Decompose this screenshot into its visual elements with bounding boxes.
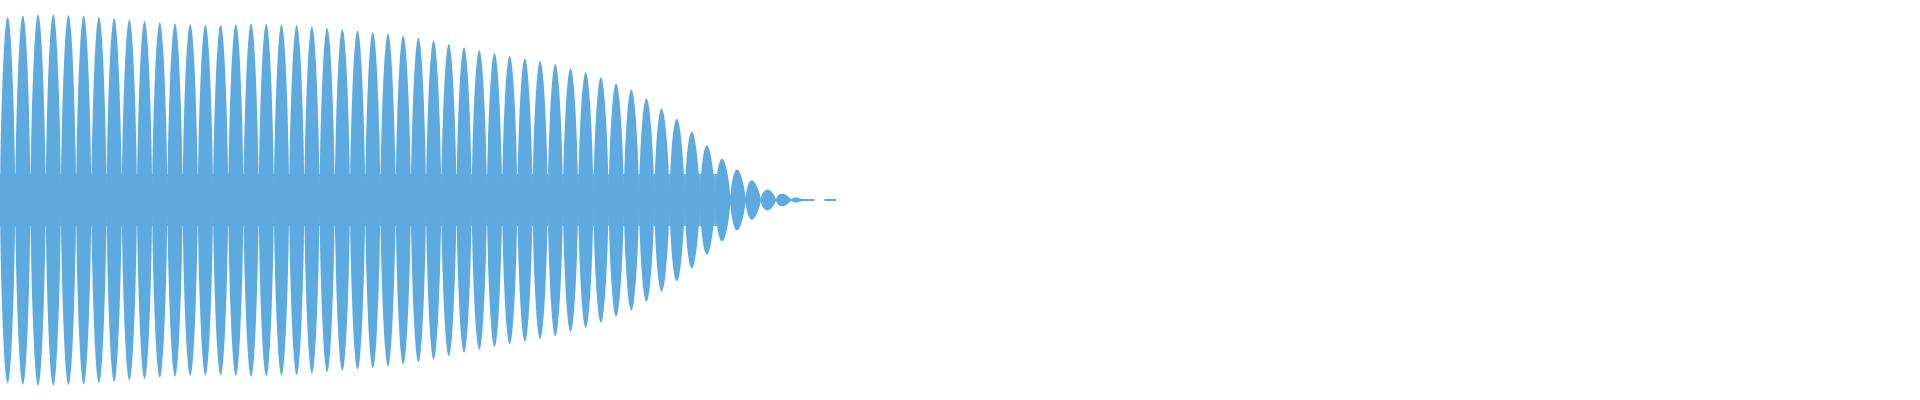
- waveform-shape: [0, 14, 837, 386]
